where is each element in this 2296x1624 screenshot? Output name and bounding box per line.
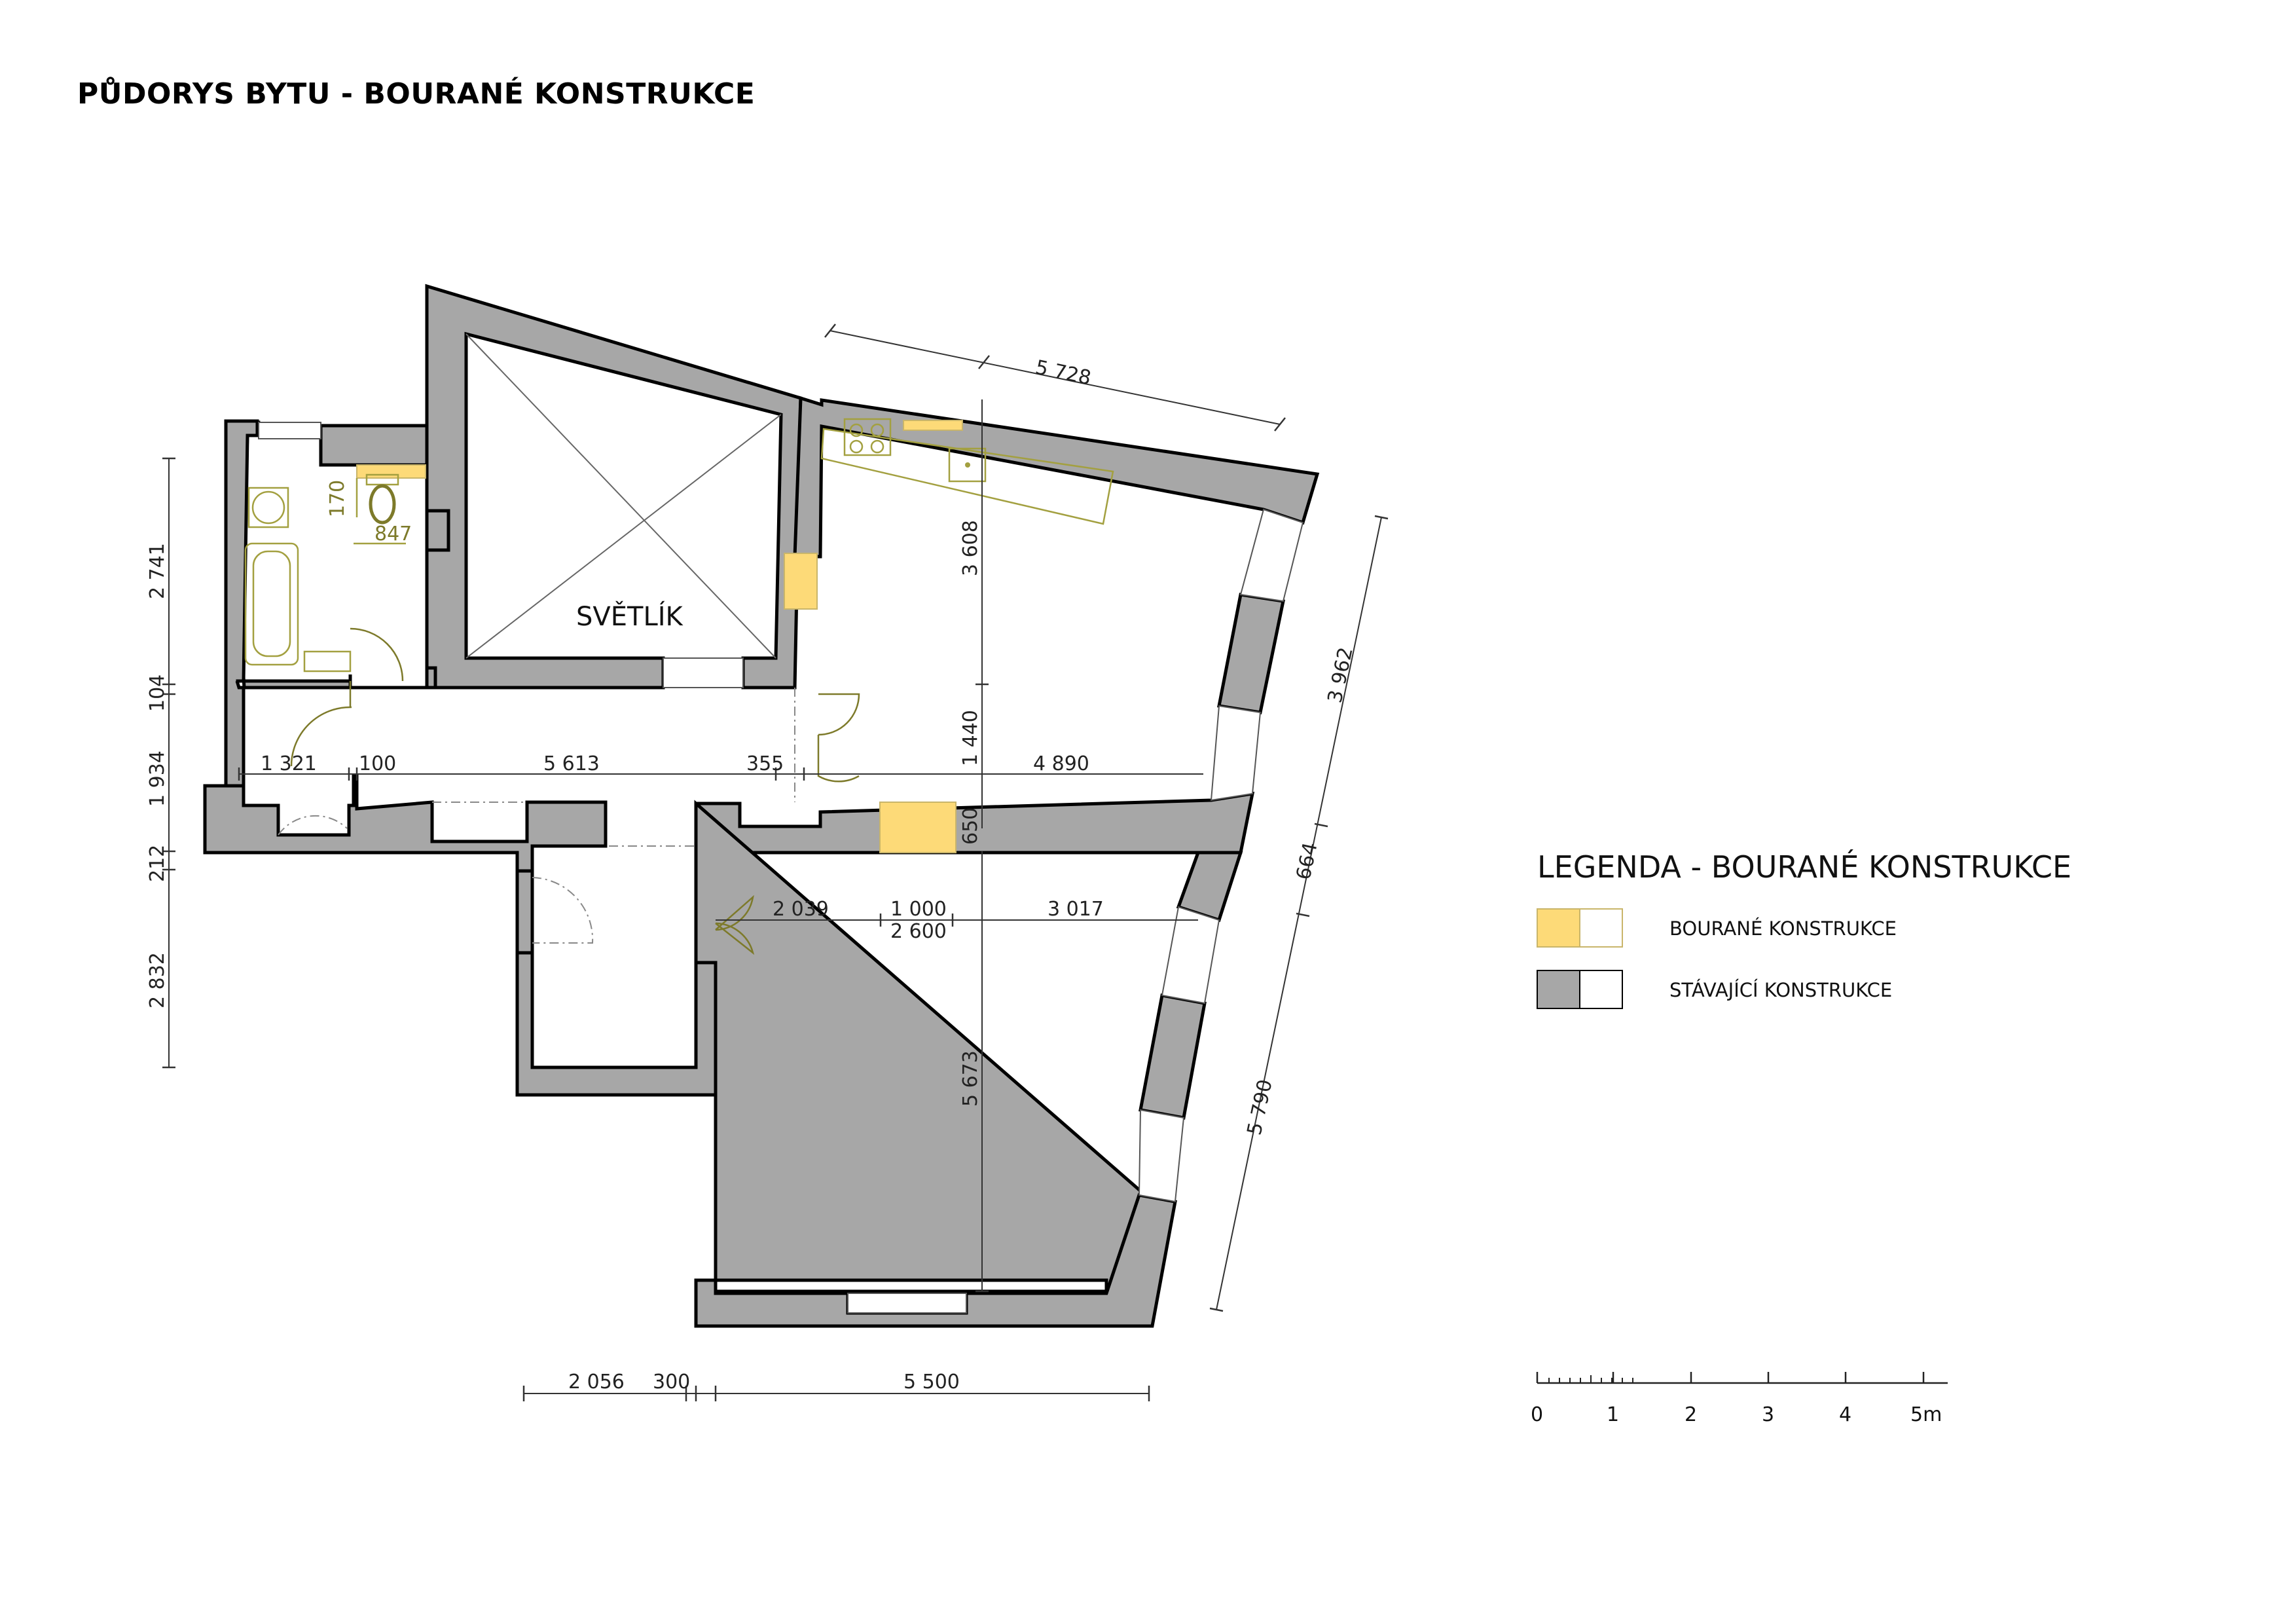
dim-847: 847	[374, 523, 412, 545]
kitchen-fixtures	[820, 418, 1114, 525]
window-kitchen-e	[1210, 705, 1262, 802]
lobby-wall	[515, 869, 534, 955]
door-corridor-lower	[278, 815, 348, 836]
dim-5500: 5 500	[903, 1371, 960, 1393]
dim-2039: 2 039	[773, 898, 829, 921]
legend-swatch-existing	[1537, 970, 1580, 1009]
scale-label-1: 1	[1607, 1403, 1619, 1426]
dim-1321: 1 321	[261, 752, 317, 775]
window-living-ne	[1161, 906, 1220, 1005]
dim-355: 355	[746, 752, 784, 775]
dim-4890: 4 890	[1033, 752, 1089, 775]
dim-650: 650	[959, 807, 982, 845]
legend: LEGENDA - BOURANÉ KONSTRUKCE BOURANÉ KON…	[1537, 849, 2071, 1009]
doors	[278, 627, 860, 955]
dim-5613: 5 613	[543, 752, 600, 775]
dim-1000: 1 000	[890, 898, 947, 921]
scale-label-4: 4	[1839, 1403, 1851, 1426]
legend-swatch-demolished	[1537, 908, 1580, 948]
bathroom-fixtures: 170 847	[244, 473, 412, 673]
skylight: SVĚTLÍK	[465, 333, 782, 659]
legend-title: LEGENDA - BOURANÉ KONSTRUKCE	[1537, 849, 2071, 885]
living-wall-east-pier	[1139, 993, 1207, 1120]
existing-walls	[203, 284, 1320, 1328]
dim-left-212: 212	[146, 845, 169, 882]
sink-icon	[948, 447, 987, 483]
window-living-e	[1138, 1109, 1185, 1203]
corridor-lower-wall	[203, 774, 608, 873]
dim-2600: 2 600	[890, 920, 947, 943]
dim-5728: 5 728	[1033, 356, 1093, 390]
windows	[258, 422, 1304, 1314]
scale-label-3: 3	[1762, 1403, 1774, 1426]
door-kitchen-1	[818, 693, 860, 736]
legend-label-demolished: BOURANÉ KONSTRUKCE	[1669, 917, 1897, 940]
dim-left-104: 104	[146, 674, 169, 712]
window-living-south	[847, 1293, 967, 1314]
window-kitchen-ne	[1239, 508, 1304, 602]
demolished-block-lower	[879, 802, 957, 853]
dim-3608: 3 608	[959, 520, 982, 576]
scale-label-5: 5m	[1910, 1403, 1942, 1426]
dim-100: 100	[359, 752, 396, 775]
dim-5673: 5 673	[959, 1050, 982, 1107]
dim-5790: 5 790	[1243, 1077, 1277, 1137]
door-lobby	[532, 877, 594, 944]
toilet-icon	[369, 484, 396, 525]
washer-icon	[247, 487, 289, 528]
demolished-counter	[903, 420, 963, 431]
dim-3962: 3 962	[1324, 645, 1358, 705]
page-title: PŮDORYS BYTU - BOURANÉ KONSTRUKCE	[77, 77, 756, 111]
dim-2056: 2 056	[568, 1371, 625, 1393]
dim-664: 664	[1292, 840, 1322, 881]
dim-left-2741: 2 741	[146, 543, 169, 599]
dim-300: 300	[653, 1371, 690, 1393]
door-bath-swing	[290, 706, 352, 767]
lobby-wall-lower	[515, 951, 718, 1097]
skylight-label: SVĚTLÍK	[576, 600, 684, 632]
living-wall-west	[694, 800, 1166, 1323]
door-kitchen-2	[817, 735, 860, 783]
scale-bar: 0 1 2 3 4 5m	[1531, 1372, 1948, 1426]
scale-label-0: 0	[1531, 1403, 1543, 1426]
window-skylight-bottom	[663, 657, 744, 688]
kitchen-wall-north	[793, 396, 1320, 559]
kitchen-counter	[820, 428, 1114, 525]
dim-1440: 1 440	[959, 710, 982, 766]
demolished-block-kitchen	[784, 553, 818, 610]
dim-left-2832: 2 832	[146, 952, 169, 1008]
bathtub-icon	[244, 542, 299, 666]
basin-icon	[303, 650, 352, 673]
dim-left-1934: 1 934	[146, 750, 169, 807]
door-living-2	[715, 922, 755, 955]
cooktop-icon	[843, 418, 892, 456]
kitchen-wall-east-pier	[1217, 593, 1285, 714]
door-bathroom	[349, 627, 404, 707]
legend-label-existing: STÁVAJÍCÍ KONSTRUKCE	[1669, 979, 1892, 1001]
window-bath	[258, 422, 321, 439]
dim-170: 170	[326, 480, 349, 517]
scale-label-2: 2	[1685, 1403, 1697, 1426]
dim-3017: 3 017	[1048, 898, 1104, 921]
